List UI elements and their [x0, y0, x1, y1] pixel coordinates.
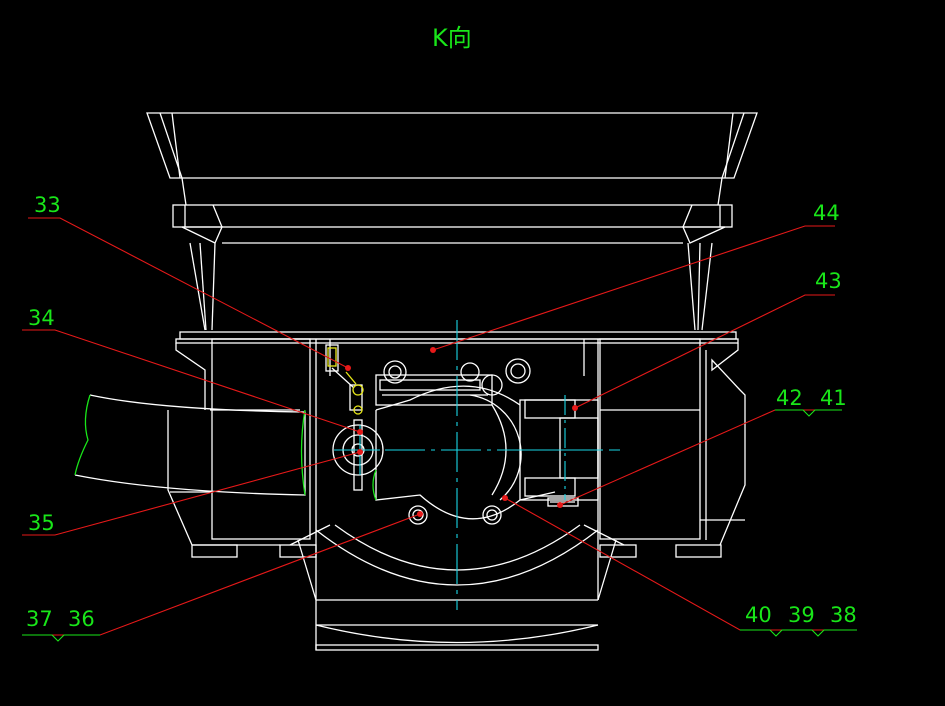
callout-35: 35: [28, 511, 55, 535]
centerlines: [334, 320, 620, 610]
inlet-pipe: [74, 394, 377, 501]
callout-44: 44: [813, 201, 840, 225]
callout-40: 40: [745, 603, 772, 627]
leaders: [22, 217, 857, 636]
leader-dots: [345, 347, 578, 517]
callout-39: 39: [788, 603, 815, 627]
callout-33: 33: [34, 193, 61, 217]
callout-38: 38: [830, 603, 857, 627]
group-ticks: [22, 409, 857, 642]
callout-41: 41: [820, 386, 847, 410]
callout-37: 37: [26, 607, 53, 631]
callout-34: 34: [28, 306, 55, 330]
gate-body: [167, 331, 746, 651]
callout-labels: 33 34 35 36 37 38 39 40 41 42 43 44: [26, 193, 857, 631]
view-title: K向: [432, 24, 472, 52]
callout-42: 42: [776, 386, 803, 410]
hopper: [146, 112, 758, 331]
callout-43: 43: [815, 269, 842, 293]
callout-36: 36: [68, 607, 95, 631]
